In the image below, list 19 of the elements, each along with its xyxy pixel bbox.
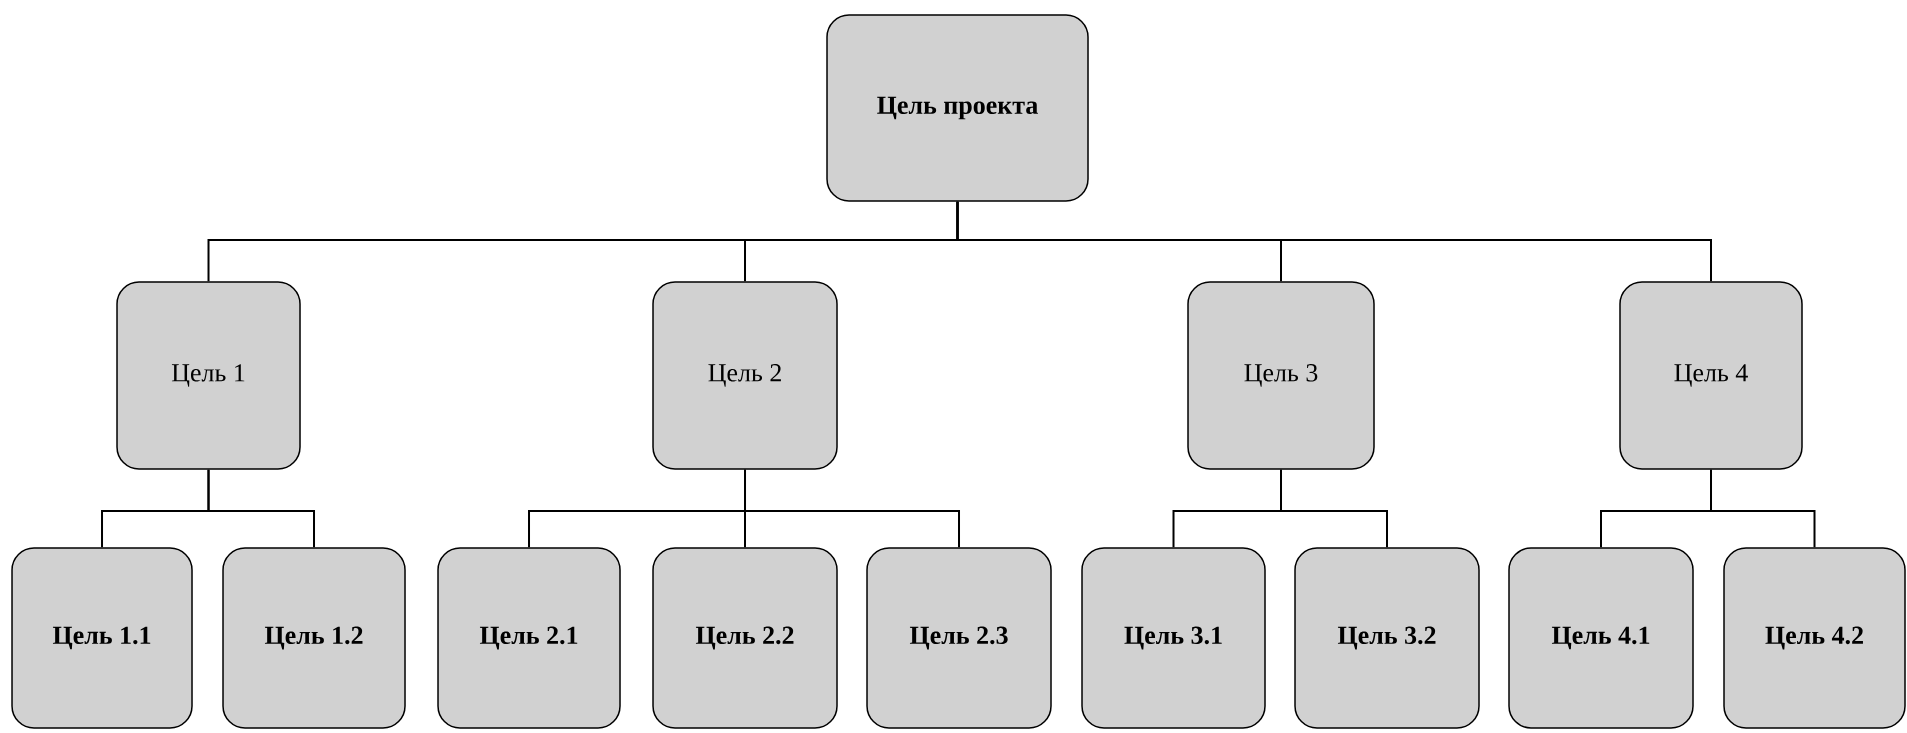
goal-box: Цель 3.1: [1081, 547, 1266, 729]
goal-box: Цель 4.2: [1723, 547, 1906, 729]
goal-box: Цель 1.2: [222, 547, 406, 729]
goal-box: Цель 1.1: [11, 547, 193, 729]
connector-line: [1710, 468, 1816, 549]
goal-box: Цель проекта: [826, 14, 1089, 202]
connector-line: [1280, 468, 1388, 549]
goal-box: Цель 2.3: [866, 547, 1052, 729]
connector-line: [207, 468, 315, 549]
goal-box: Цель 3.2: [1294, 547, 1480, 729]
goal-box: Цель 4: [1619, 281, 1803, 470]
goal-box: Цель 3: [1187, 281, 1375, 470]
goal-box: Цель 1: [116, 281, 301, 470]
goal-box: Цель 4.1: [1508, 547, 1694, 729]
connector-line: [956, 200, 1712, 283]
goal-box: Цель 2: [652, 281, 838, 470]
goal-box: Цель 2.1: [437, 547, 621, 729]
goal-box: Цель 2.2: [652, 547, 838, 729]
connector-line: [744, 468, 960, 549]
